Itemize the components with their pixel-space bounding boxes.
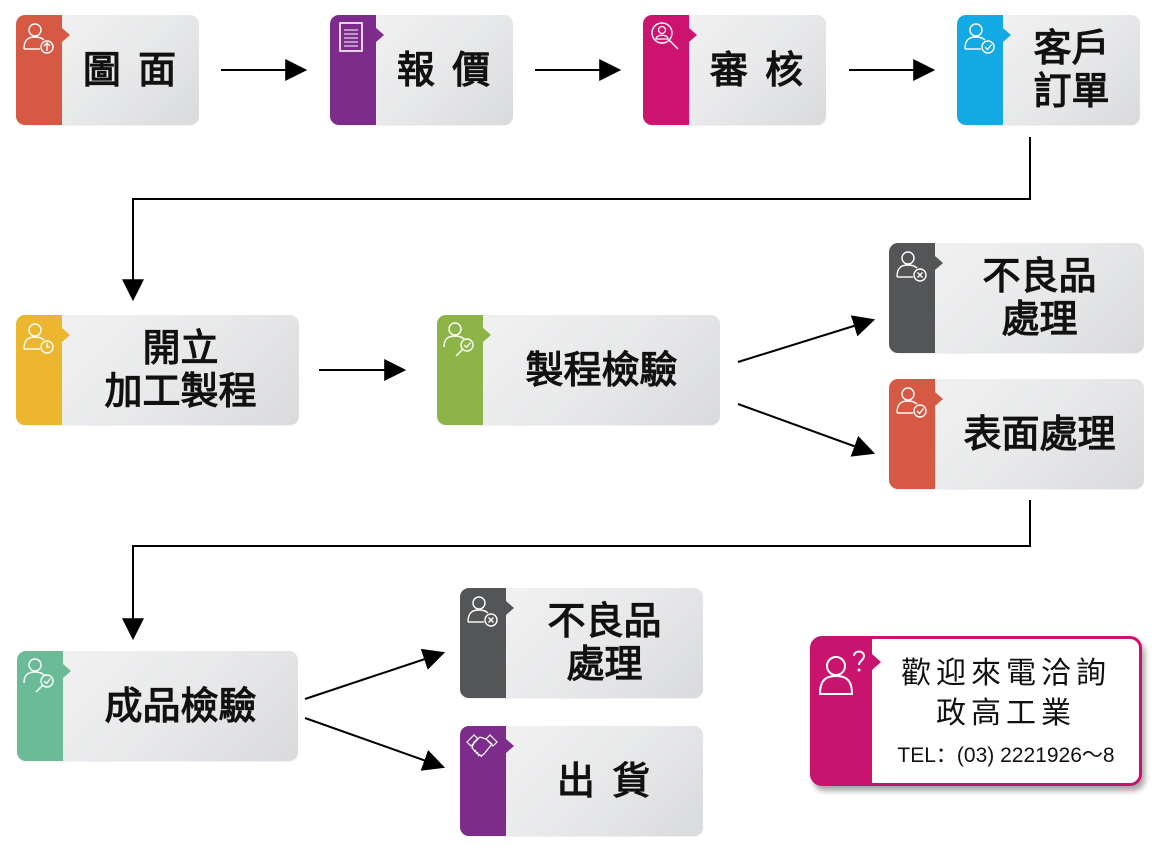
node-color-band: [437, 315, 491, 425]
node-surface-treatment: 表面處理: [889, 379, 1144, 489]
node-label: 不良品處理: [935, 243, 1144, 353]
document-icon: [334, 19, 372, 57]
arrow-process-inspection-to-surface-treatment: [737, 403, 876, 457]
node-label: 出 貨: [506, 726, 703, 836]
node-customer-order: 客戶訂單: [957, 15, 1140, 125]
node-label-line: 圖 面: [82, 47, 179, 92]
user-inspect-icon: [21, 655, 59, 693]
node-color-band: [957, 15, 1011, 125]
node-label: 開立加工製程: [62, 315, 299, 425]
node-label: 圖 面: [62, 15, 199, 125]
node-label: 表面處理: [935, 379, 1144, 489]
node-color-band: [460, 726, 514, 836]
user-check-icon: [893, 383, 931, 421]
contact-band: [812, 638, 881, 784]
node-shipping: 出 貨: [460, 726, 703, 836]
node-color-band: [460, 588, 514, 698]
company-name: 政高工業: [936, 696, 1076, 731]
node-label: 客戶訂單: [1003, 15, 1140, 125]
arrow-process-inspection-to-defect-handling-1: [737, 315, 876, 363]
node-label-line: 報 價: [396, 47, 493, 92]
user-check-icon: [961, 19, 999, 57]
node-label-line: 加工製程: [104, 369, 257, 413]
node-color-band: [17, 651, 71, 761]
node-drawing: 圖 面: [16, 15, 199, 125]
phone-number: TEL：(03) 2221926～8: [897, 743, 1115, 767]
node-label-line: 出 貨: [556, 758, 653, 803]
arrow-surface-treatment-to-final-inspection: [122, 500, 1031, 641]
contact-greeting: 歡迎來電洽詢: [901, 655, 1111, 691]
node-label-line: 客戶: [1033, 26, 1110, 71]
user-reject-icon: [464, 592, 502, 630]
node-label: 成品檢驗: [63, 651, 298, 761]
node-label-line: 表面處理: [963, 411, 1116, 456]
user-upload-icon: [20, 19, 58, 57]
arrow-customer-order-to-process-setup: [122, 137, 1031, 302]
node-defect-handling-2: 不良品處理: [460, 588, 703, 698]
user-inspect-icon: [441, 319, 479, 357]
node-color-band: [889, 243, 943, 353]
user-search-icon: [647, 19, 685, 57]
node-label-line: 成品檢驗: [104, 683, 257, 728]
node-label-line: 審 核: [709, 47, 806, 92]
node-final-inspection: 成品檢驗: [17, 651, 298, 761]
node-label-line: 訂單: [1033, 69, 1110, 113]
handshake-icon: [464, 730, 502, 768]
node-process-inspection: 製程檢驗: [437, 315, 720, 425]
node-color-band: [643, 15, 697, 125]
user-clock-icon: [20, 319, 58, 357]
node-process-setup: 開立加工製程: [16, 315, 299, 425]
node-label-line: 開立: [142, 326, 219, 371]
node-label-line: 不良品: [982, 254, 1097, 299]
node-label: 不良品處理: [506, 588, 703, 698]
node-color-band: [889, 379, 943, 489]
node-quote: 報 價: [330, 15, 513, 125]
node-defect-handling-1: 不良品處理: [889, 243, 1144, 353]
user-question-icon: [818, 650, 866, 695]
arrow-final-inspection-to-defect-handling-2: [304, 648, 446, 700]
node-label-line: 處理: [566, 642, 643, 686]
user-reject-icon: [893, 247, 931, 285]
node-color-band: [16, 315, 70, 425]
node-label-line: 製程檢驗: [525, 347, 678, 392]
node-label: 製程檢驗: [483, 315, 720, 425]
node-label: 審 核: [689, 15, 826, 125]
node-label-line: 處理: [1001, 297, 1078, 341]
arrow-final-inspection-to-shipping: [304, 717, 446, 771]
node-review: 審 核: [643, 15, 826, 125]
node-color-band: [16, 15, 70, 125]
node-color-band: [330, 15, 384, 125]
node-label-line: 不良品: [547, 599, 662, 644]
contact-card: 歡迎來電洽詢 政高工業 TEL：(03) 2221926～8: [810, 636, 1142, 786]
node-label: 報 價: [376, 15, 513, 125]
